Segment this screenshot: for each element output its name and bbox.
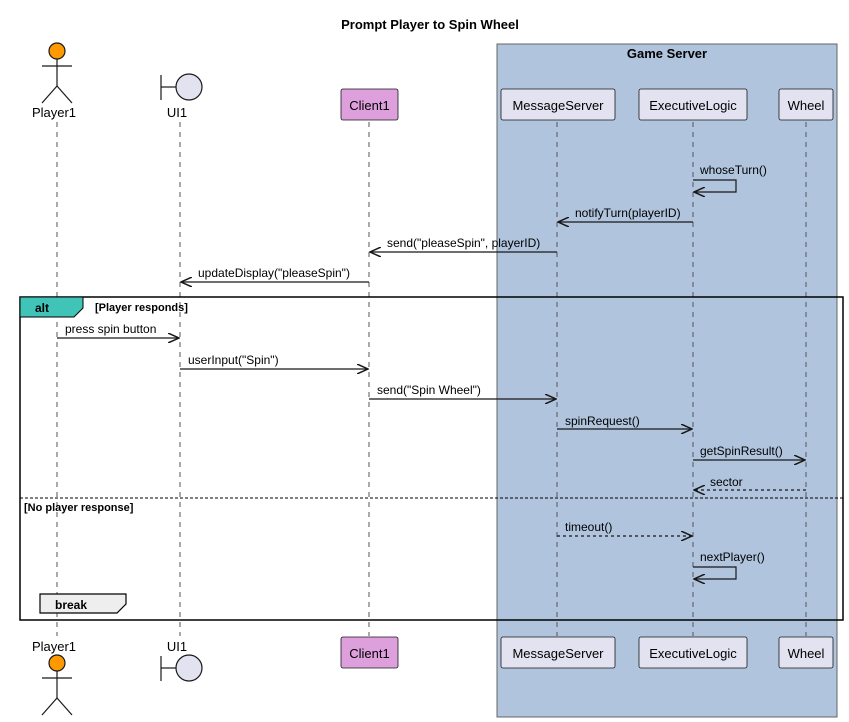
message-spinrequest-label: spinRequest() [565, 414, 640, 428]
participant-client1-footer-label: Client1 [349, 646, 389, 661]
message-updatedisplay-label: updateDisplay("pleaseSpin") [198, 266, 350, 280]
participant-wheel-footer [778, 636, 834, 669]
game-server-box-label: Game Server [627, 46, 707, 61]
alt-guard-player-responds: [Player responds] [95, 302, 188, 314]
participant-client1-head [340, 88, 399, 121]
message-nextplayer-label: nextPlayer() [700, 550, 765, 564]
participant-messageserver-footer [500, 636, 616, 669]
participant-ui1-label: UI1 [167, 105, 187, 120]
break-fragment-tag [39, 593, 127, 614]
message-send-pleasespin-label: send("pleaseSpin", playerID) [387, 236, 540, 250]
alt-fragment-tag [19, 296, 84, 318]
participant-player1-label: Player1 [32, 105, 76, 120]
participant-executivelogic-footer-label: ExecutiveLogic [649, 646, 737, 661]
alt-fragment-tag-label: alt [35, 301, 49, 315]
participant-messageserver-footer-label: MessageServer [512, 646, 604, 661]
game-server-box [496, 43, 838, 718]
message-sector-label: sector [710, 475, 743, 489]
message-getspinresult-label: getSpinResult() [700, 444, 783, 458]
participant-ui1-footer-label: UI1 [167, 639, 187, 654]
break-fragment-tag-label: break [55, 598, 87, 612]
participant-messageserver-head [500, 88, 616, 121]
actor-player1-icon [41, 42, 73, 104]
participant-client1-footer [340, 636, 399, 669]
message-send-spin-wheel-label: send("Spin Wheel") [377, 383, 481, 397]
message-timeout-label: timeout() [565, 520, 612, 534]
message-whoseturn-arrow [693, 179, 737, 192]
participant-executivelogic-head [638, 88, 748, 121]
actor-player1-footer-icon [41, 654, 73, 716]
boundary-ui1-footer-icon [160, 654, 203, 682]
participant-wheel-footer-label: Wheel [788, 646, 825, 661]
message-notifyturn-label: notifyTurn(playerID) [575, 206, 681, 220]
message-press-spin-button-label: press spin button [65, 322, 156, 336]
boundary-ui1-icon [160, 73, 203, 101]
alt-fragment [19, 296, 844, 621]
message-nextplayer-arrow [693, 566, 737, 579]
alt-guard-no-player-response: [No player response] [24, 502, 134, 514]
message-whoseturn-label: whoseTurn() [699, 163, 767, 177]
participant-wheel-label: Wheel [788, 98, 825, 113]
message-userinput-label: userInput("Spin") [188, 353, 279, 367]
participant-messageserver-label: MessageServer [512, 98, 604, 113]
participant-executivelogic-footer [638, 636, 748, 669]
diagram-title: Prompt Player to Spin Wheel [341, 17, 519, 32]
participant-client1-label: Client1 [349, 98, 389, 113]
participant-executivelogic-label: ExecutiveLogic [649, 98, 737, 113]
participant-wheel-head [778, 88, 834, 121]
participant-player1-footer-label: Player1 [32, 639, 76, 654]
